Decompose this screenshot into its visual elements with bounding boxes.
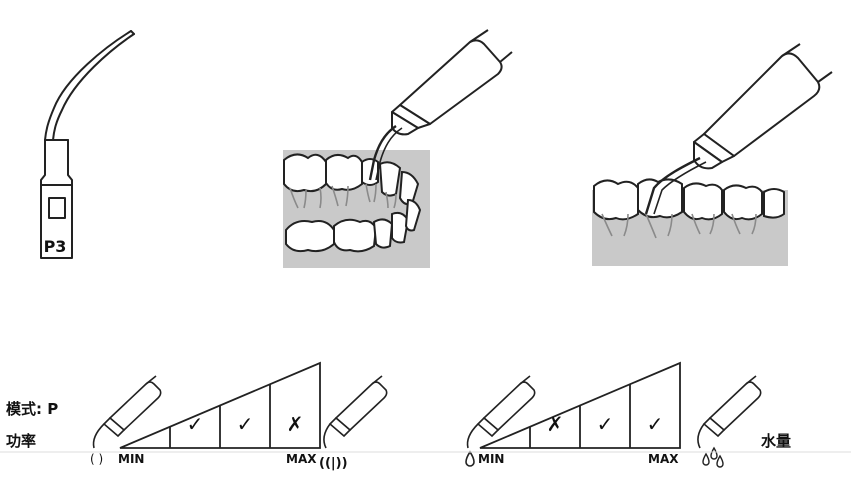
water-level-2-mark: ✓ (596, 412, 614, 436)
water-label: 水量 (761, 432, 792, 450)
water-min-label: MIN (478, 452, 505, 466)
power-level-1-mark: ✓ (186, 412, 204, 436)
scaler-tip-p3 (40, 30, 135, 259)
power-min-label: MIN (118, 452, 145, 466)
svg-text:( ): ( ) (90, 452, 103, 466)
power-label: 功率 (6, 432, 37, 450)
teeth-illustration-2 (592, 43, 833, 266)
power-level-3-mark: ✗ (286, 412, 304, 436)
water-level-3-mark: ✓ (646, 412, 664, 436)
power-gauge: ( ) ((|)) (90, 361, 388, 471)
power-max-label: MAX (286, 452, 317, 466)
power-level-2-mark: ✓ (236, 412, 254, 436)
water-max-label: MAX (648, 452, 679, 466)
water-gauge (465, 361, 762, 468)
mode-label: 模式: P (6, 400, 59, 418)
water-level-1-mark: ✗ (546, 412, 564, 436)
svg-text:((|)): ((|)) (319, 456, 348, 471)
tip-code-label: P3 (43, 237, 67, 256)
teeth-illustration-1 (283, 29, 513, 268)
